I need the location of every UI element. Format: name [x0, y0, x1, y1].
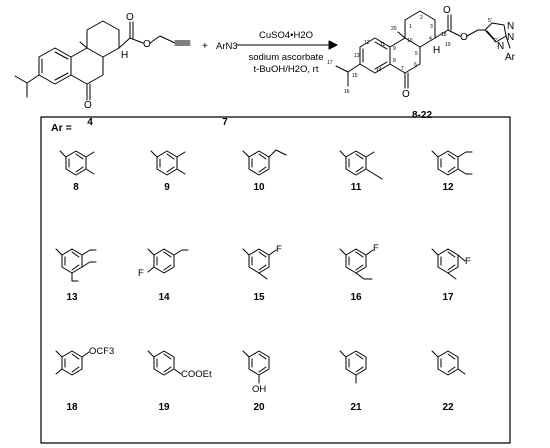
plus-sign-1: +: [202, 41, 208, 52]
condition-solvent: t-BuOH/H2O, rt: [254, 64, 319, 75]
locant-7: 7: [401, 66, 404, 72]
label-compound-20: 20: [253, 402, 265, 413]
atom-O-ketone-4: O: [84, 100, 92, 111]
sub-16-F: F: [373, 243, 379, 254]
fragment-18: [55, 350, 90, 376]
locant-8: 8: [393, 58, 396, 64]
compound-label-7: 7: [222, 117, 228, 128]
label-compound-13: 13: [66, 292, 78, 303]
atom-O-ester-4: O: [143, 39, 151, 50]
atom-O-carbonyl-4: O: [126, 12, 134, 23]
fragment-21: [339, 350, 367, 384]
sub-14-Cl: F: [138, 268, 144, 279]
fragment-14: [147, 248, 189, 274]
locant-6: 6: [414, 62, 417, 68]
locant-14: 14: [376, 67, 382, 73]
locant-17: 17: [327, 60, 333, 66]
label-compound-16: 16: [350, 292, 362, 303]
label-compound-17: 17: [442, 292, 454, 303]
label-compound-8: 8: [73, 182, 79, 193]
locant-15: 15: [352, 73, 358, 79]
locant-10: 10: [407, 38, 413, 44]
locant-16: 16: [344, 89, 350, 95]
fragment-9: [150, 150, 186, 176]
atom-N-triazole-2: N: [507, 32, 514, 43]
sub-20-OCF3: OH: [252, 384, 266, 395]
atom-N-triazole-3: N: [497, 41, 504, 52]
locant-2prime: 2': [494, 38, 498, 44]
sub-17-F: F: [465, 256, 471, 267]
locant-1: 1: [409, 24, 412, 30]
sub-15-Cl: F: [276, 244, 282, 255]
fragment-10: [242, 149, 287, 176]
fragment-13: [55, 248, 97, 282]
compound-label-4: 4: [87, 117, 93, 128]
atom-H-product: H: [433, 45, 440, 56]
label-compound-15: 15: [253, 292, 265, 303]
atom-Ar-product: Ar: [505, 52, 516, 63]
locant-9: 9: [393, 46, 396, 52]
fragment-8: [59, 150, 95, 176]
compound-label-product: 8-22: [412, 110, 432, 121]
label-compound-11: 11: [351, 182, 362, 193]
label-compound-18: 18: [66, 402, 78, 413]
locant-13: 13: [354, 53, 360, 59]
atom-O-ester-product: O: [460, 32, 468, 43]
ar-box-title: Ar =: [51, 122, 72, 134]
structure-product: [335, 10, 511, 89]
locant-19: 19: [445, 42, 451, 48]
label-compound-12: 12: [442, 182, 454, 193]
fragment-11: [339, 150, 383, 180]
label-compound-9: 9: [164, 182, 170, 193]
label-compound-21: 21: [350, 402, 362, 413]
locant-5: 5: [415, 51, 418, 57]
label-compound-14: 14: [158, 292, 170, 303]
locant-12: 12: [364, 40, 370, 46]
locant-2: 2: [420, 15, 423, 21]
fragment-19: [147, 350, 182, 376]
locant-11: 11: [380, 42, 385, 48]
fragment-12: [431, 150, 473, 176]
locant-3: 3: [430, 24, 433, 30]
reaction-arrowhead: [328, 40, 338, 50]
label-compound-22: 22: [442, 402, 454, 413]
condition-reductant: sodium ascorbate: [249, 52, 324, 63]
fragment-16: [339, 248, 374, 280]
fragment-20: [242, 350, 270, 384]
fragment-15: [242, 248, 277, 280]
atom-O-carbonyl-product: O: [443, 5, 451, 16]
label-compound-19: 19: [158, 402, 170, 413]
fragment-17: [431, 248, 466, 280]
locant-5prime: 5': [488, 18, 492, 24]
atom-N-triazole-1: N: [507, 21, 514, 32]
ar-box: [40, 116, 511, 444]
locant-18: 18: [441, 32, 447, 38]
structure-compound-4: [14, 20, 191, 101]
condition-catalyst: CuSO4•H2O: [259, 30, 313, 41]
atom-H-4: H: [121, 50, 128, 61]
locant-4: 4: [429, 36, 432, 42]
fragment-22: [431, 350, 466, 376]
label-compound-10: 10: [253, 182, 265, 193]
atom-O-ketone-product: O: [402, 89, 410, 100]
locant-20: 20: [391, 26, 397, 32]
sub-19-F: COOEt: [181, 369, 212, 380]
sub-18-F-a: OCF3: [89, 346, 114, 357]
reagent-arn3: ArN3: [216, 41, 238, 52]
